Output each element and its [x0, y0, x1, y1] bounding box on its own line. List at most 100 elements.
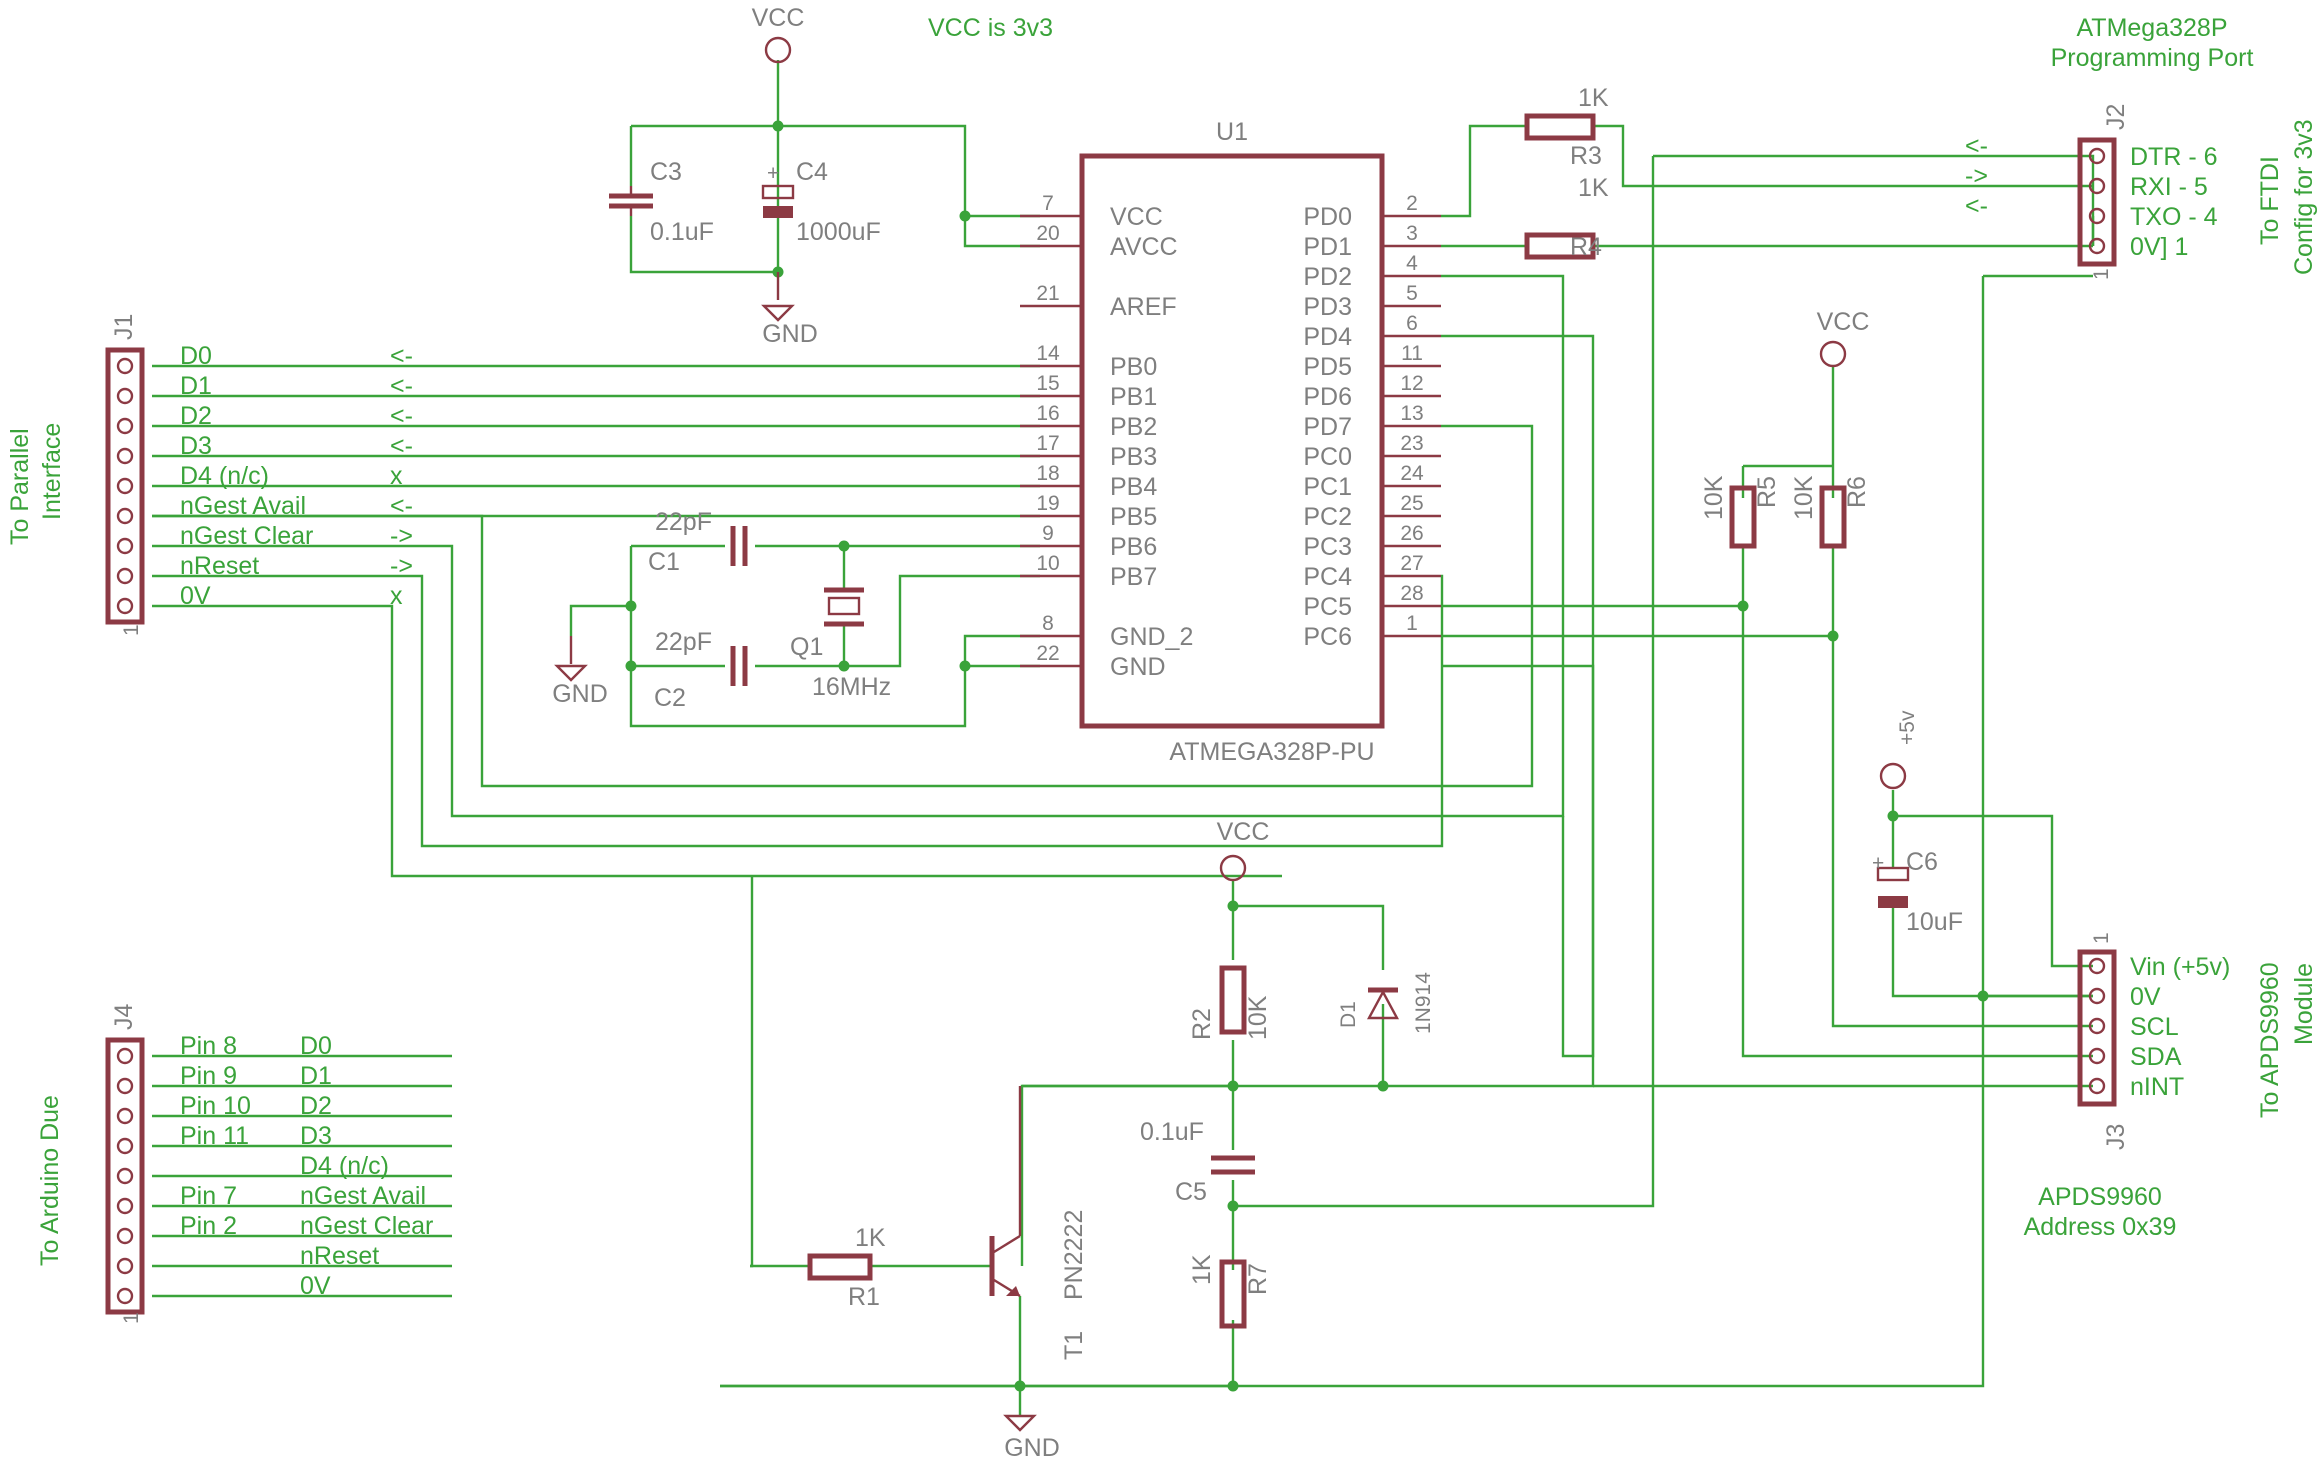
j1-pin-pad	[116, 537, 134, 555]
j1-pin-pad	[116, 417, 134, 435]
j1-signal-direction: x	[390, 582, 403, 610]
r1-ref: R1	[848, 1283, 880, 1311]
j1-signal-direction: <-	[390, 402, 413, 430]
j2-signal-name: 0V] 1	[2130, 233, 2188, 261]
j1-signal-direction: ->	[390, 522, 413, 550]
j4-pin-pad	[116, 1107, 134, 1125]
apds-note: APDS9960	[2038, 1183, 2162, 1211]
ic-pin-name: PD6	[1303, 383, 1352, 411]
c2-ref: C2	[654, 684, 686, 712]
ic-pin-name: PC4	[1303, 563, 1352, 591]
j2-pin-pad	[2088, 177, 2106, 195]
ic-pin-number: 20	[1036, 222, 1059, 245]
r3-value: 1K	[1578, 84, 1609, 112]
c5-ref: C5	[1175, 1178, 1207, 1206]
ic-pin-number: 19	[1036, 492, 1059, 515]
plus5-symbol: +5v	[1879, 710, 1919, 790]
gnd-label: GND	[552, 680, 608, 708]
ic-pin-name: PB4	[1110, 473, 1157, 501]
wires	[152, 60, 2095, 1416]
ic-pin-number: 22	[1036, 642, 1059, 665]
ic-ref: U1	[1216, 118, 1248, 146]
c4-plus: +	[767, 162, 779, 185]
c4-value: 1000uF	[796, 218, 881, 246]
r5-ref: R5	[1753, 476, 1781, 508]
j2-side-note-2: Config for 3v3	[2290, 119, 2318, 275]
j1-pin-pad	[116, 567, 134, 585]
j1-signal-name: D4 (n/c)	[180, 462, 269, 490]
r2-value: 10K	[1244, 995, 1272, 1040]
j2-signal-name: TXO - 4	[2130, 203, 2218, 231]
j1-pin-pad	[116, 477, 134, 495]
ic-pin-number: 8	[1042, 612, 1054, 635]
ic-pin-name: VCC	[1110, 203, 1163, 231]
capacitor-c4: C4 1000uF +	[761, 158, 881, 246]
j4-pin-pad	[116, 1077, 134, 1095]
j3-signal-name: nINT	[2130, 1073, 2184, 1101]
j4-signal-name: D0	[300, 1032, 332, 1060]
j4-pin-pad	[116, 1137, 134, 1155]
j3-side-note: To APDS9960	[2256, 962, 2284, 1118]
j1-signal-direction: <-	[390, 372, 413, 400]
j2-ref: J2	[2102, 104, 2130, 130]
ic-pin-number: 24	[1400, 462, 1424, 485]
ic-pin-name: PC1	[1303, 473, 1352, 501]
junction-dots	[625, 120, 1989, 1392]
ic-pin-name: PD3	[1303, 293, 1352, 321]
j4-signal-name: nGest Avail	[300, 1182, 426, 1210]
j4-pin-pad	[116, 1257, 134, 1275]
c4-ref: C4	[796, 158, 828, 186]
ic-pin-number: 7	[1042, 192, 1054, 215]
j3-signal-name: SCL	[2130, 1013, 2179, 1041]
j1-side-note-2: Interface	[38, 423, 66, 520]
c5-value: 0.1uF	[1140, 1118, 1204, 1146]
j4-pin1: 1	[120, 1312, 143, 1324]
ic-pin-number: 18	[1036, 462, 1059, 485]
j4-signal-name: 0V	[300, 1272, 331, 1300]
j3-pin-pad	[2088, 1077, 2106, 1095]
j2-pin-pad	[2088, 207, 2106, 225]
vcc-symbol-top: VCC	[752, 4, 804, 64]
j4-arduino-pin: Pin 8	[180, 1032, 237, 1060]
j2-signal-direction: <-	[1965, 132, 1988, 160]
ic-pin-number: 11	[1401, 342, 1423, 365]
j1-signal-direction: ->	[390, 552, 413, 580]
ic-pin-name: GND_2	[1110, 623, 1193, 651]
c6-plus: +	[1872, 852, 1884, 875]
ic-right-pins: 2PD03PD14PD25PD36PD411PD512PD613PD723PC0…	[1303, 192, 1441, 651]
ic-pin-name: AVCC	[1110, 233, 1178, 261]
j3-pin-pad	[2088, 957, 2106, 975]
j1-signal-direction: x	[390, 462, 403, 490]
ic-pin-name: AREF	[1110, 293, 1177, 321]
vcc-label: VCC	[1817, 308, 1870, 336]
j1-signal-name: D3	[180, 432, 212, 460]
j4-pin-pad	[116, 1197, 134, 1215]
j4-signal-name: D1	[300, 1062, 332, 1090]
j3-pin-pad	[2088, 987, 2106, 1005]
ic-pin-name: PB3	[1110, 443, 1157, 471]
j4-signal-name: D2	[300, 1092, 332, 1120]
j4-signal-name: D3	[300, 1122, 332, 1150]
j2-pin-pad	[2088, 237, 2106, 255]
ic-pin-number: 26	[1400, 522, 1423, 545]
transistor-t1: PN2222 T1	[989, 1086, 1088, 1360]
c6-value: 10uF	[1906, 908, 1963, 936]
j1-side-note: To Parallel	[6, 428, 34, 545]
j4-arduino-pin: Pin 2	[180, 1212, 237, 1240]
j4-pin-pad	[116, 1047, 134, 1065]
resistor-r1: 1K R1	[807, 1224, 886, 1311]
ic-pin-name: PD4	[1303, 323, 1352, 351]
capacitor-c2: 22pF C2	[654, 628, 748, 712]
ic-pin-number: 1	[1406, 612, 1418, 635]
j2-subtitle: Programming Port	[2051, 44, 2254, 72]
ic-pin-name: PB2	[1110, 413, 1157, 441]
resistor-r7: 1K R7	[1188, 1254, 1272, 1329]
apds-address-note: Address 0x39	[2024, 1213, 2177, 1241]
ic-pin-number: 12	[1400, 372, 1423, 395]
